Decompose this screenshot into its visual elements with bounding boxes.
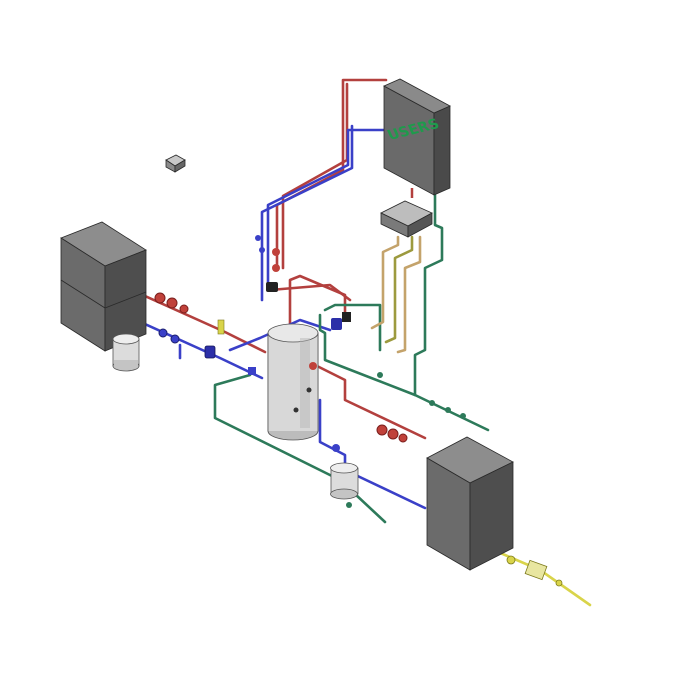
boiler-right (426, 436, 514, 571)
valve-icon (377, 372, 383, 378)
valve-icon (158, 328, 168, 338)
boiler-left-side (104, 249, 147, 352)
pump-icon (331, 318, 342, 330)
valve-icon (342, 312, 351, 322)
supply-pipe-riser-2 (281, 82, 349, 270)
sink (380, 188, 433, 238)
expansion-vessel-left (112, 333, 140, 372)
valve-icon (387, 428, 399, 440)
return-pipe-riser-2 (260, 124, 354, 302)
storage-tank-shade (300, 338, 310, 428)
valve-icon (259, 247, 265, 253)
sink-side (407, 212, 433, 238)
pump-icon (154, 292, 166, 304)
storage-tank-port-2 (293, 407, 299, 413)
valve-icon (170, 334, 180, 344)
expansion-vessel-center (330, 462, 359, 500)
drain-pipe-sink (323, 303, 382, 352)
boiler-left (60, 221, 147, 352)
storage-tank-body-cover (268, 333, 318, 431)
condensate-pipe-3 (396, 235, 422, 354)
valve-icon (506, 555, 516, 565)
pump-icon (376, 424, 388, 436)
thermostat-side (174, 159, 186, 173)
boiler-right-side (469, 461, 514, 571)
condensate-pipe-1 (370, 235, 400, 330)
pump-icon (204, 345, 216, 359)
valve-icon (398, 433, 408, 443)
return-pipe-riser (266, 128, 388, 292)
control-panel-top (383, 78, 451, 114)
expansion-vessel-center-top (330, 462, 358, 474)
valve-icon (460, 413, 466, 419)
storage-tank-top (267, 323, 319, 343)
piping-network (123, 78, 592, 607)
valve-icon (217, 319, 225, 335)
expansion-vessel-left-base (114, 360, 138, 366)
boiler-left-seam-2 (104, 291, 147, 309)
drain-pipe-loop (318, 313, 417, 397)
riser-valves (255, 235, 466, 508)
storage-tank (267, 323, 319, 441)
valve-icon (445, 407, 451, 413)
valve-icon (255, 235, 261, 241)
valve-icon (332, 444, 340, 452)
pump-group-left-return (158, 328, 256, 375)
expansion-vessel-left-top (112, 333, 140, 345)
expansion-vessel-center-bottom (330, 488, 358, 500)
valve-icon (429, 400, 435, 406)
supply-pipe-riser (275, 78, 388, 272)
valve-icon (179, 304, 189, 314)
supply-pipe-to-right-boiler (303, 358, 427, 440)
pump-icon (266, 282, 278, 292)
valve-icon (555, 579, 563, 587)
return-pipe-to-right (318, 398, 427, 510)
supply-pipe-to-tank (288, 274, 347, 332)
thermostat (165, 154, 186, 173)
gas-meter (506, 555, 563, 587)
pump-group-left (154, 292, 225, 335)
pump-group-right (376, 424, 408, 443)
drain-pipe-main (413, 193, 490, 432)
valve-icon (272, 264, 280, 272)
control-panel: USERS (383, 78, 451, 196)
valve-icon (346, 502, 352, 508)
supply-pipe-cross (268, 283, 352, 302)
valve-icon (272, 248, 280, 256)
valve-icon (309, 362, 317, 370)
gas-meter-icon (524, 559, 548, 581)
condensate-pipe-2 (384, 235, 414, 344)
valve-icon (166, 297, 178, 309)
storage-tank-port-1 (306, 387, 312, 393)
boiler-left-seam (60, 279, 106, 309)
valve-icon (248, 367, 256, 375)
